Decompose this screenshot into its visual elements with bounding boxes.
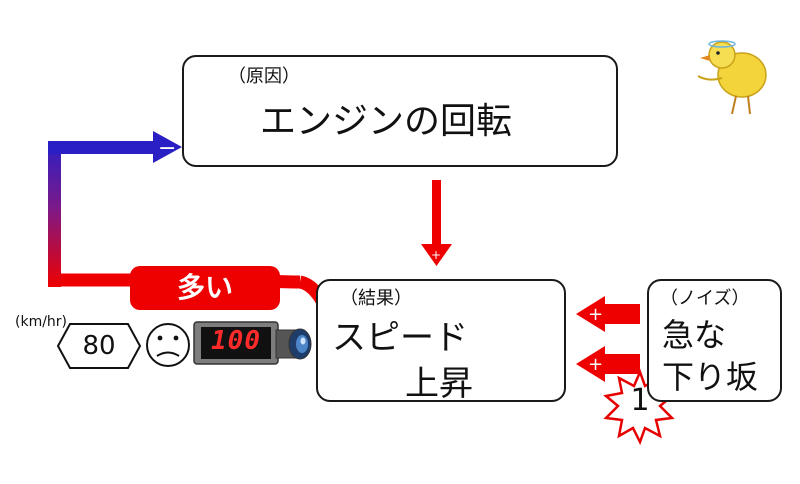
sad-face-icon xyxy=(146,323,190,367)
noise-box xyxy=(647,279,782,402)
noise-line1: 急な xyxy=(662,316,727,354)
result-box xyxy=(316,279,566,402)
cause-result-arrow-shaft xyxy=(432,180,441,248)
cause-text: エンジンの回転 xyxy=(260,101,513,142)
noise-arrow-upper-sign: + xyxy=(588,304,603,325)
cause-result-arrowhead xyxy=(421,244,452,266)
speed-limit-sign-icon xyxy=(56,323,142,369)
result-line2: 上昇 xyxy=(405,364,473,404)
feedback-label: 多い xyxy=(130,266,280,310)
speedometer-icon xyxy=(193,321,312,365)
result-line1: スピード xyxy=(332,318,468,358)
feedback-sign: − xyxy=(158,136,176,161)
noise-arrow-lower-sign: + xyxy=(588,354,603,375)
cause-box xyxy=(182,55,618,167)
feedback-loop-top xyxy=(48,141,158,154)
result-tag: （結果） xyxy=(340,288,412,309)
noise-arrow-upper xyxy=(576,296,640,332)
feedback-arrowhead xyxy=(153,131,182,163)
cause-result-sign: + xyxy=(431,248,441,262)
chick-doodle-icon xyxy=(697,40,767,115)
speed-limit-value: 80 xyxy=(82,331,116,361)
noise-marker: 1 xyxy=(630,383,650,418)
feedback-loop-vertical xyxy=(48,141,61,287)
speed-reading: 100 xyxy=(211,326,261,356)
noise-line2: 下り坂 xyxy=(662,358,759,396)
noise-tag: （ノイズ） xyxy=(660,288,750,309)
speed-unit: (km/hr) xyxy=(15,314,68,330)
noise-arrow-lower xyxy=(576,346,640,382)
cause-tag: （原因） xyxy=(228,66,300,87)
